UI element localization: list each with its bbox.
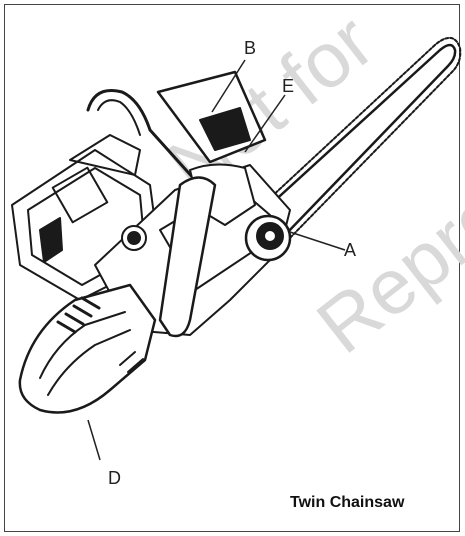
callout-d: D: [108, 468, 121, 488]
saw-chain: [267, 37, 462, 241]
callout-a: A: [344, 240, 357, 260]
callout-b: B: [244, 38, 257, 58]
leader-line-a: [289, 231, 346, 251]
leader-line-d: [87, 419, 101, 461]
side-handle: [158, 176, 217, 338]
rear-handle: [18, 283, 157, 414]
front-handle: [86, 89, 197, 182]
leader-line-b: [211, 59, 246, 113]
figure-caption: Twin Chainsaw: [290, 494, 405, 511]
guide-bar: [268, 43, 457, 237]
callout-e: E: [282, 76, 295, 96]
leader-line-e: [244, 94, 286, 153]
